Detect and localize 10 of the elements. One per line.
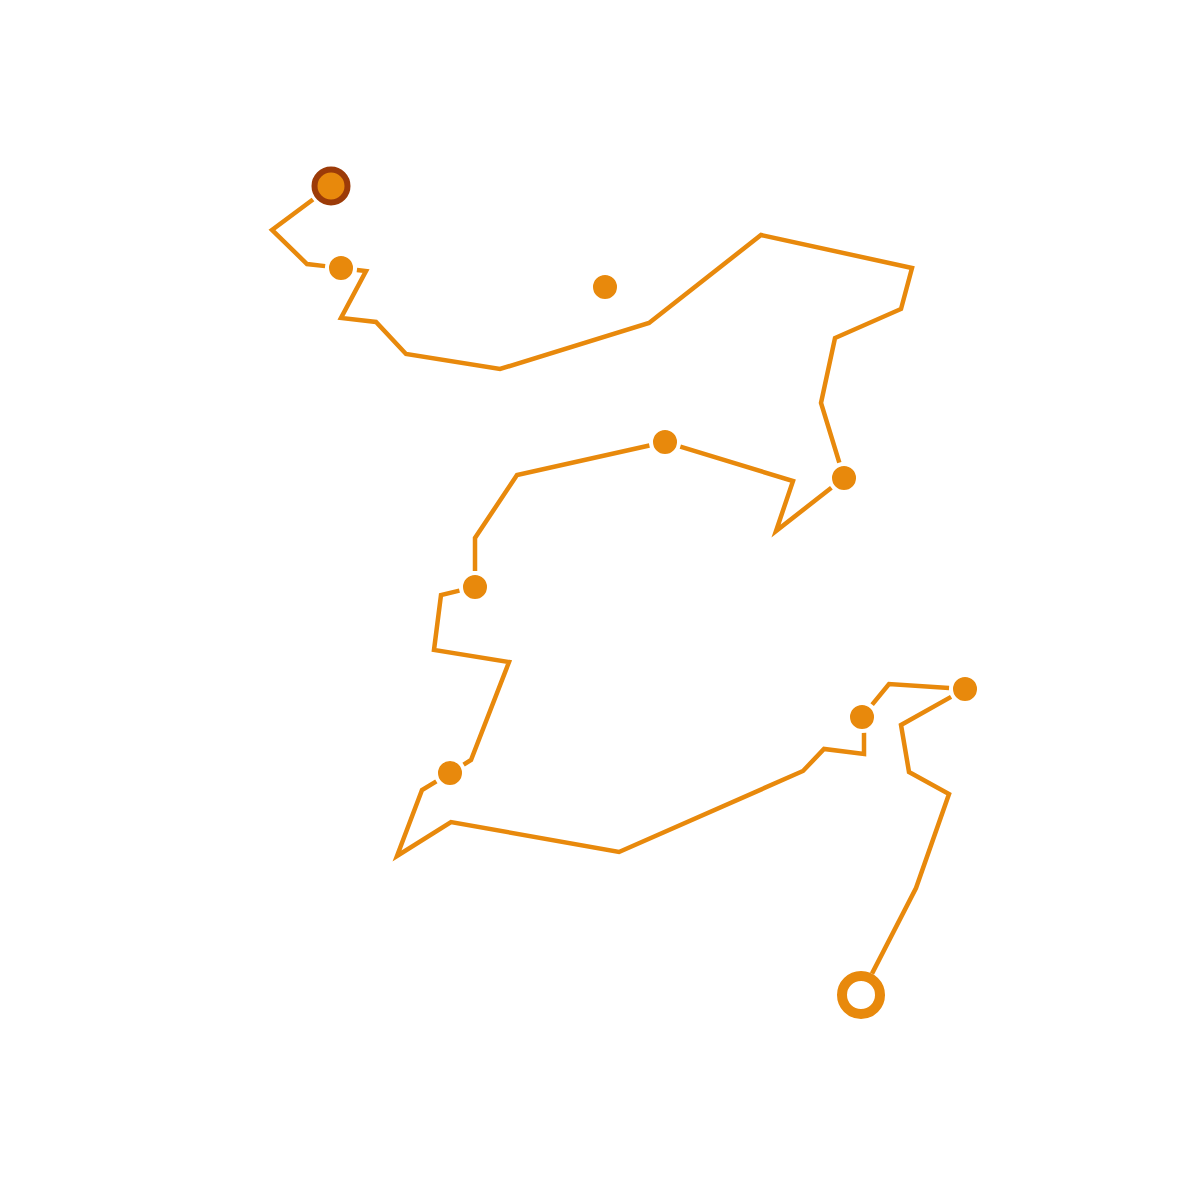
route-line bbox=[268, 197, 326, 269]
route-line bbox=[870, 681, 950, 707]
route-line bbox=[472, 443, 650, 571]
route-line bbox=[679, 444, 833, 538]
ring-marker bbox=[837, 971, 885, 1019]
route-line bbox=[431, 588, 513, 767]
route-line bbox=[392, 730, 867, 862]
route-line bbox=[870, 694, 953, 975]
circle-marker bbox=[311, 166, 351, 206]
route-line bbox=[337, 232, 915, 464]
